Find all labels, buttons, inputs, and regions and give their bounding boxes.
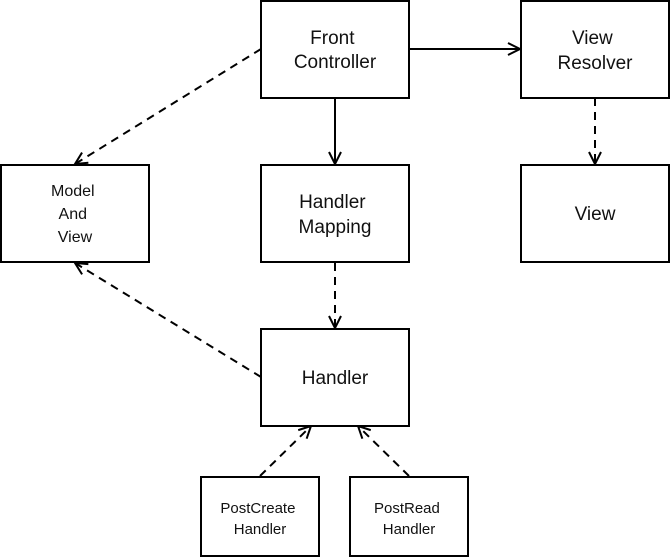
- svg-text:View: View: [575, 204, 616, 225]
- edge-front-controller-to-model-and-view: [75, 48, 262, 164]
- edge-post-create-handler-to-handler: [259, 426, 311, 477]
- node-label-line: View: [575, 204, 616, 225]
- edges: [75, 48, 595, 477]
- node-label-line: Handler: [234, 521, 287, 538]
- node-label-line: View: [572, 28, 613, 49]
- node-label-line: PostRead: [374, 500, 440, 517]
- node-front-controller[interactable]: Front Controller: [260, 0, 410, 99]
- node-label-line: Handler: [302, 368, 369, 389]
- node-label-line: And: [59, 206, 87, 223]
- node-label-line: Resolver: [558, 53, 634, 74]
- node-view[interactable]: View: [520, 164, 670, 263]
- node-label-line: View: [58, 229, 93, 246]
- node-label-line: Handler: [383, 521, 436, 538]
- svg-text:PostRead Handler: PostRead Handler: [374, 500, 444, 538]
- node-post-read-handler[interactable]: PostRead Handler: [349, 476, 469, 557]
- svg-text:Handler Mapping: Handler Mapping: [299, 192, 372, 238]
- node-label-line: Controller: [294, 52, 377, 73]
- node-model-and-view[interactable]: Model And View: [0, 164, 150, 263]
- node-handler-mapping[interactable]: Handler Mapping: [260, 164, 410, 263]
- svg-text:Handler: Handler: [302, 368, 369, 389]
- node-post-create-handler[interactable]: PostCreate Handler: [200, 476, 320, 557]
- svg-text:Model And View: Model And View: [51, 183, 99, 246]
- svg-text:Front Controller: Front Controller: [294, 28, 377, 73]
- node-view-resolver[interactable]: View Resolver: [520, 0, 670, 99]
- node-label-line: Handler: [299, 192, 366, 213]
- edge-post-read-handler-to-handler: [358, 426, 410, 477]
- node-label-line: Front: [310, 28, 355, 49]
- node-label-line: Mapping: [299, 217, 372, 238]
- node-label-line: Model: [51, 183, 95, 200]
- edge-handler-to-model-and-view: [75, 263, 262, 378]
- svg-text:PostCreate Handler: PostCreate Handler: [220, 500, 299, 538]
- svg-text:View Resolver: View Resolver: [558, 28, 634, 74]
- node-label-line: PostCreate: [220, 500, 295, 517]
- node-handler[interactable]: Handler: [260, 328, 410, 427]
